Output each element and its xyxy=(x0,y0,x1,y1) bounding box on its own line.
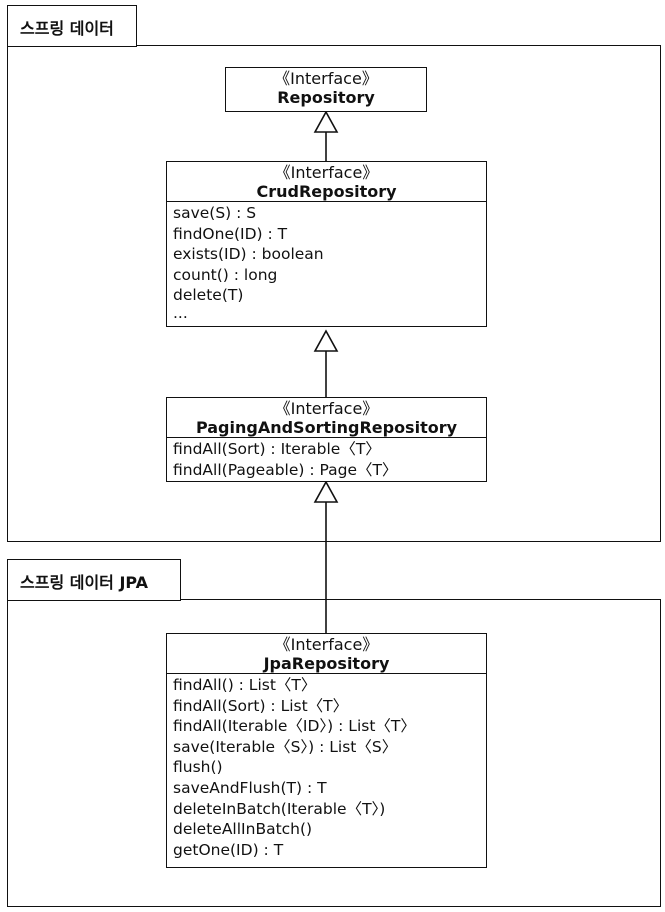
operation: deleteAllInBatch() xyxy=(173,820,313,839)
operation: findAll(Sort) : Iterable〈T〉 xyxy=(173,440,381,458)
operation: exists(ID) : boolean xyxy=(173,245,324,264)
class-crud-repository: 《Interface》 CrudRepository save(S) : S f… xyxy=(166,161,487,327)
operation: findOne(ID) : T xyxy=(173,224,288,243)
operation: save(S) : S xyxy=(173,204,257,222)
class-crud-repository-stereotype: 《Interface》 xyxy=(274,163,379,182)
package-spring-data-jpa-label: 스프링 데이터 JPA xyxy=(20,573,149,592)
package-spring-data-jpa-tab: 스프링 데이터 JPA xyxy=(7,559,181,601)
class-paging-operations: findAll(Sort) : Iterable〈T〉 findAll(Page… xyxy=(167,437,486,480)
operation: findAll(Sort) : List〈T〉 xyxy=(173,696,349,715)
class-repository: 《Interface》 Repository xyxy=(225,67,427,112)
class-repository-header: 《Interface》 Repository xyxy=(226,68,426,107)
operation: ... xyxy=(173,303,188,322)
operation: findAll(Iterable〈ID〉) : List〈T〉 xyxy=(173,717,416,736)
class-jpa-name: JpaRepository xyxy=(263,654,390,673)
class-jpa-stereotype: 《Interface》 xyxy=(274,635,379,654)
class-crud-repository-name: CrudRepository xyxy=(256,182,397,201)
class-repository-stereotype: 《Interface》 xyxy=(274,69,378,88)
class-paging-and-sorting-repository: 《Interface》 PagingAndSortingRepository f… xyxy=(166,397,487,482)
class-repository-name: Repository xyxy=(277,88,375,107)
package-spring-data-label: 스프링 데이터 xyxy=(20,19,114,38)
operation: flush() xyxy=(173,758,223,777)
class-jpa-header: 《Interface》 JpaRepository xyxy=(167,634,486,673)
package-spring-data-tab: 스프링 데이터 xyxy=(7,5,137,47)
operation: getOne(ID) : T xyxy=(173,840,284,859)
operation: findAll() : List〈T〉 xyxy=(173,676,317,694)
class-crud-repository-operations: save(S) : S findOne(ID) : T exists(ID) :… xyxy=(167,201,486,322)
class-jpa-operations: findAll() : List〈T〉 findAll(Sort) : List… xyxy=(167,673,486,860)
class-jpa-repository: 《Interface》 JpaRepository findAll() : Li… xyxy=(166,633,487,868)
class-paging-stereotype: 《Interface》 xyxy=(274,399,379,418)
operation: findAll(Pageable) : Page〈T〉 xyxy=(173,460,398,479)
operation: save(Iterable〈S〉) : List〈S〉 xyxy=(173,737,398,756)
operation: delete(T) xyxy=(173,286,244,305)
class-crud-repository-header: 《Interface》 CrudRepository xyxy=(167,162,486,201)
operation: saveAndFlush(T) : T xyxy=(173,778,327,797)
operation: deleteInBatch(Iterable〈T〉) xyxy=(173,799,386,818)
class-paging-header: 《Interface》 PagingAndSortingRepository xyxy=(167,398,486,437)
operation: count() : long xyxy=(173,265,278,284)
class-paging-name: PagingAndSortingRepository xyxy=(195,418,458,437)
